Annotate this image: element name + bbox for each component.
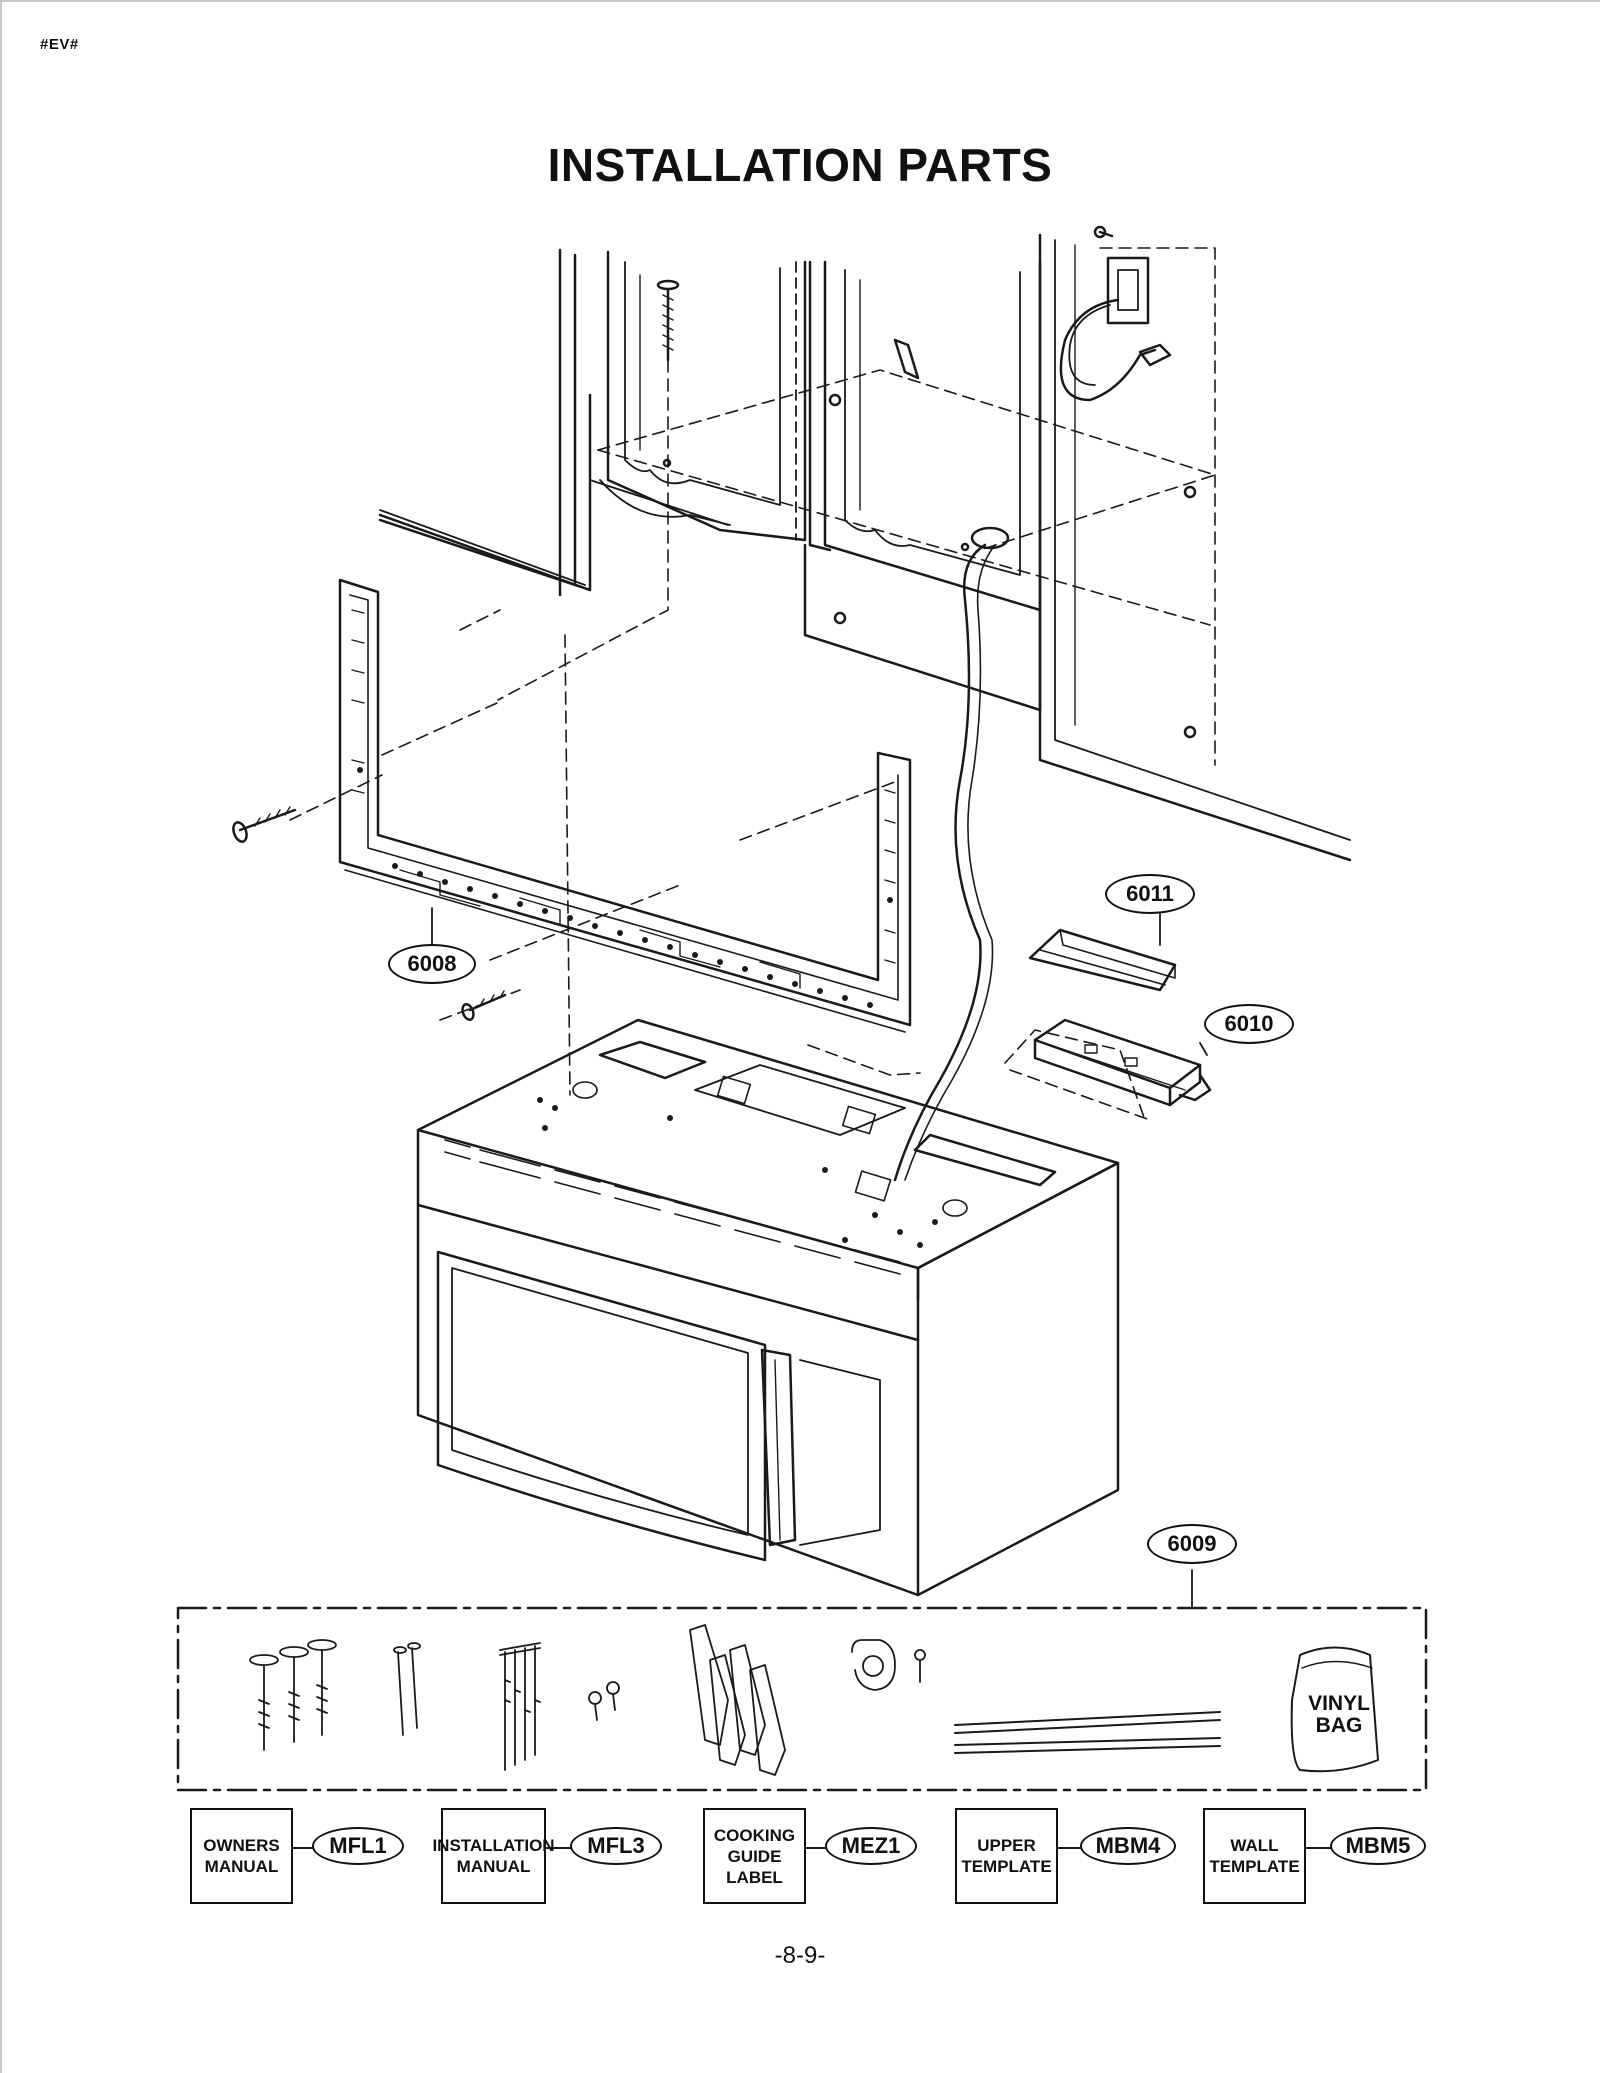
wall-template-code: MBM5 [1330,1827,1426,1865]
vinyl-bag-label: VINYL BAG [1308,1692,1370,1737]
installation-manual-code: MFL3 [570,1827,662,1865]
callout-6011: 6011 [1105,874,1195,914]
owners-manual-box: OWNERS MANUAL [190,1808,293,1904]
cooking-guide-label-code: MEZ1 [825,1827,917,1865]
mounting-screws [232,806,507,1021]
kit-wings [689,1624,786,1776]
installation-manual-box: INSTALLATION MANUAL [432,1808,555,1904]
power-cord [893,543,987,1182]
callout-6009: 6009 [1147,1524,1237,1564]
callout-6008: 6008 [388,944,476,984]
owners-manual-code: MFL1 [312,1827,404,1865]
upper-template-box: UPPER TEMPLATE [955,1808,1058,1904]
kit-vinyl-bag [1290,1646,1379,1773]
install-kit-box [176,1569,1428,1792]
upper-template-code: MBM4 [1080,1827,1176,1865]
kit-hook-strips [954,1711,1221,1754]
kit-cord-clamp [851,1639,926,1691]
kit-wood-screws [249,1639,421,1751]
page-number: -8-9- [774,1942,826,1969]
kit-toggle-bolts [499,1642,620,1771]
cooking-guide-label-box: COOKING GUIDE LABEL [703,1808,806,1904]
wall-mounting-plate [338,578,912,1033]
page-title: INSTALLATION PARTS [547,139,1053,191]
microwave-oven [416,1018,1120,1597]
wall-template-box: WALL TEMPLATE [1203,1808,1306,1904]
damper-assembly-6010 [1033,1018,1212,1107]
upper-cabinets [378,225,1352,862]
exhaust-adaptor-6011 [1028,913,1177,992]
callout-6010: 6010 [1204,1004,1294,1044]
model-code: #EV# [40,36,79,53]
alignment-guides [289,247,1216,1121]
